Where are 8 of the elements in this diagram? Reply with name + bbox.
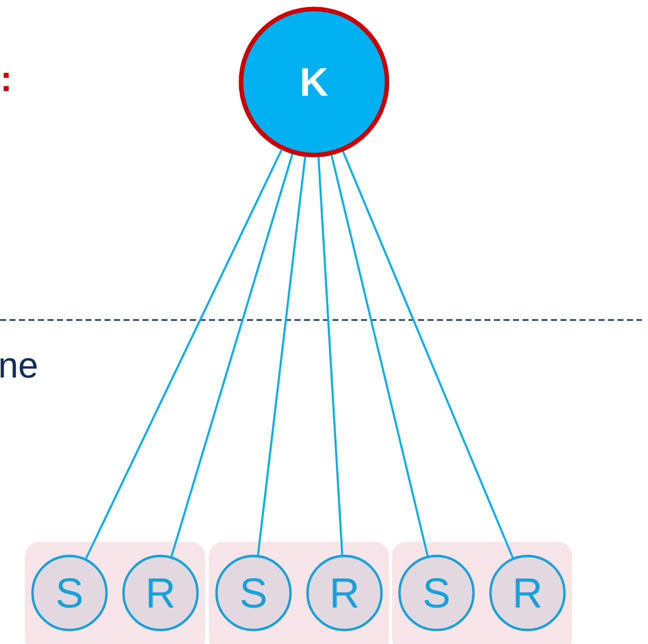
connector-line — [330, 154, 429, 556]
connector-line — [85, 149, 282, 559]
colon-text: : — [4, 72, 9, 92]
connector-line — [317, 157, 344, 555]
connector-line — [170, 154, 294, 557]
connector-line — [257, 156, 306, 556]
connector-line — [342, 151, 514, 558]
text-fragment: ne — [0, 358, 37, 378]
